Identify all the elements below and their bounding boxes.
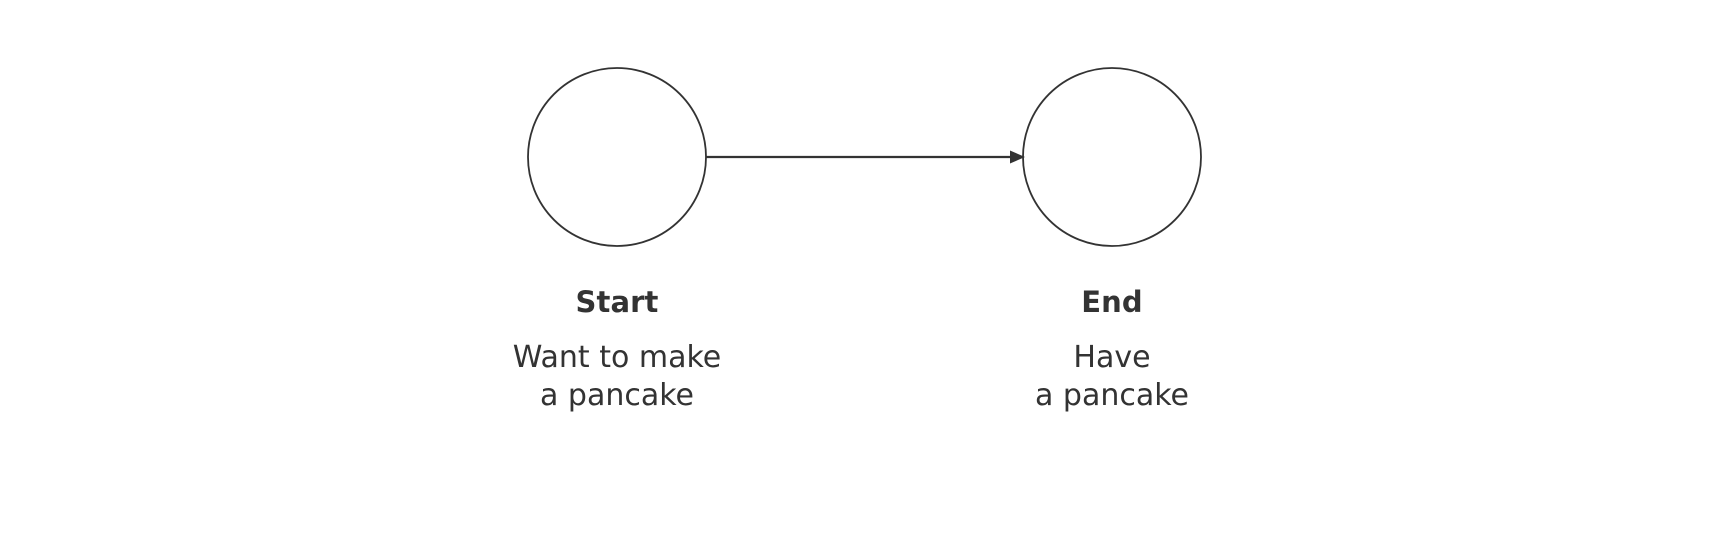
node-title-start: Start xyxy=(575,285,659,319)
node-title-end: End xyxy=(1081,285,1143,319)
node-description-start: Want to make a pancake xyxy=(447,339,787,415)
node-circle-start[interactable] xyxy=(527,67,707,247)
node-description-line: Have xyxy=(1073,340,1151,375)
arrowhead-icon xyxy=(1010,150,1025,164)
node-description-end: Have a pancake xyxy=(942,339,1282,415)
node-description-line: a pancake xyxy=(1035,378,1189,413)
edge-start-to-end[interactable] xyxy=(706,150,1025,164)
node-description-line: Want to make xyxy=(512,340,722,375)
node-circle-end[interactable] xyxy=(1022,67,1202,247)
node-description-line: a pancake xyxy=(540,378,694,413)
